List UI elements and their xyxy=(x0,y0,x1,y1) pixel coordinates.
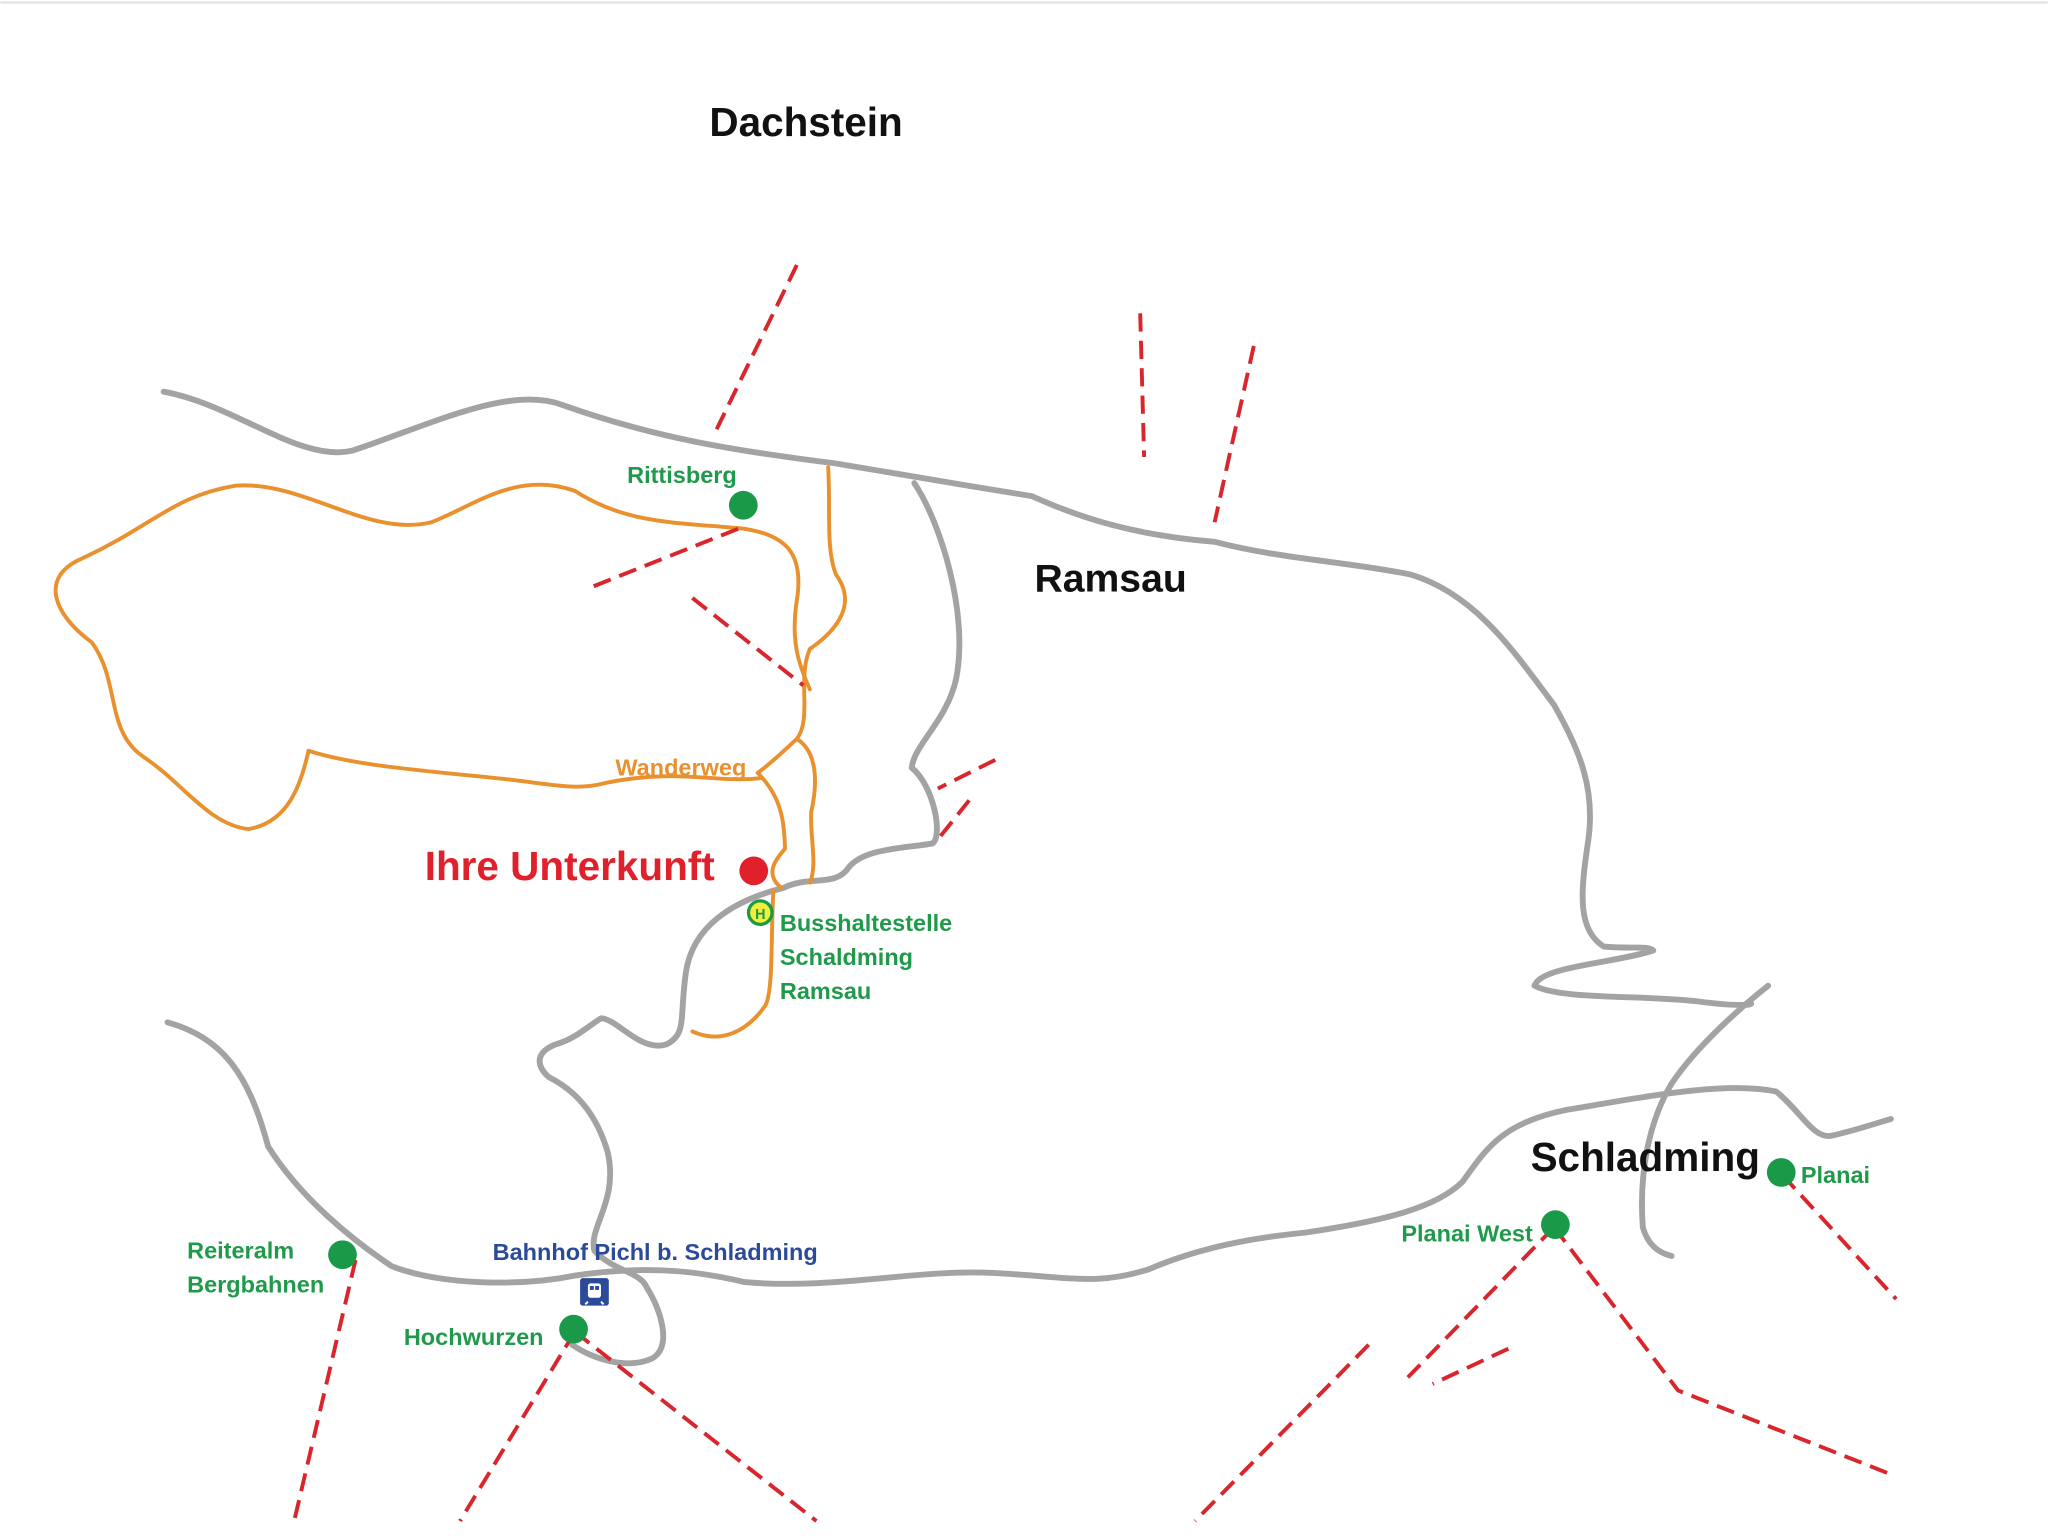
hiking-trails xyxy=(53,465,847,1039)
ski-area-marker-hochwurzen[interactable] xyxy=(559,1314,588,1344)
accommodation-label: Ihre Unterkunft xyxy=(425,843,715,889)
road-enns-valley xyxy=(164,1019,1894,1287)
lift-line xyxy=(1431,1346,1510,1386)
bus-stop-label-line1: Busshaltestelle xyxy=(780,910,952,936)
lift-line xyxy=(1781,1173,1898,1301)
ski-lifts xyxy=(292,264,1898,1523)
labels: Dachstein Ramsau Schladming Ihre Unterku… xyxy=(187,99,1870,1350)
road-planai xyxy=(1639,982,1772,1259)
bus-stop-symbol: H xyxy=(755,907,765,923)
lift-line xyxy=(573,1330,818,1523)
train-icon[interactable] xyxy=(580,1278,609,1306)
lift-line xyxy=(936,799,971,841)
train-station-label: Bahnhof Pichl b. Schladming xyxy=(493,1239,818,1265)
ski-label-hochwurzen: Hochwurzen xyxy=(404,1324,544,1350)
lift-line xyxy=(714,264,799,432)
ski-area-marker-rittisberg[interactable] xyxy=(728,490,758,520)
trail-label: Wanderweg xyxy=(615,755,746,781)
region-label-schladming: Schladming xyxy=(1531,1134,1760,1180)
road-ramsau xyxy=(160,388,1755,1008)
lift-line xyxy=(1406,1225,1556,1379)
lift-line xyxy=(1138,313,1147,458)
trail-rittisberg-east xyxy=(742,526,812,692)
ski-label-rittisberg: Rittisberg xyxy=(627,462,737,488)
ski-area-marker-reiteralm[interactable] xyxy=(328,1240,357,1270)
bus-stop-icon[interactable]: H xyxy=(746,899,774,926)
region-label-dachstein: Dachstein xyxy=(709,99,902,145)
ski-area-marker-planai-west[interactable] xyxy=(1541,1210,1570,1240)
trail-vertical xyxy=(794,465,847,885)
lift-line xyxy=(1193,1343,1371,1523)
lift-line xyxy=(936,758,997,791)
lift-line xyxy=(589,526,739,590)
ski-area-marker-planai[interactable] xyxy=(1766,1158,1796,1187)
trail-loop xyxy=(53,482,763,832)
trail-to-busstop xyxy=(690,888,776,1039)
lift-line xyxy=(458,1330,577,1523)
lift-line xyxy=(691,596,805,687)
trail-branch xyxy=(755,737,799,890)
road-ramsau-descent xyxy=(536,480,963,1367)
bus-stop-label-line3: Ramsau xyxy=(780,978,871,1004)
lift-line xyxy=(1552,1226,1895,1478)
ski-label-reiteralm-line1: Reiteralm xyxy=(187,1238,294,1264)
bus-stop-label-line2: Schaldming xyxy=(780,944,913,970)
ski-label-reiteralm-line2: Bergbahnen xyxy=(187,1272,324,1298)
region-label-ramsau: Ramsau xyxy=(1034,557,1186,600)
roads xyxy=(160,388,1894,1367)
accommodation-marker[interactable] xyxy=(739,856,769,886)
lift-line xyxy=(1212,345,1256,523)
lift-line xyxy=(292,1259,358,1522)
ski-label-planai-west: Planai West xyxy=(1401,1221,1533,1247)
ski-label-planai: Planai xyxy=(1801,1162,1870,1188)
